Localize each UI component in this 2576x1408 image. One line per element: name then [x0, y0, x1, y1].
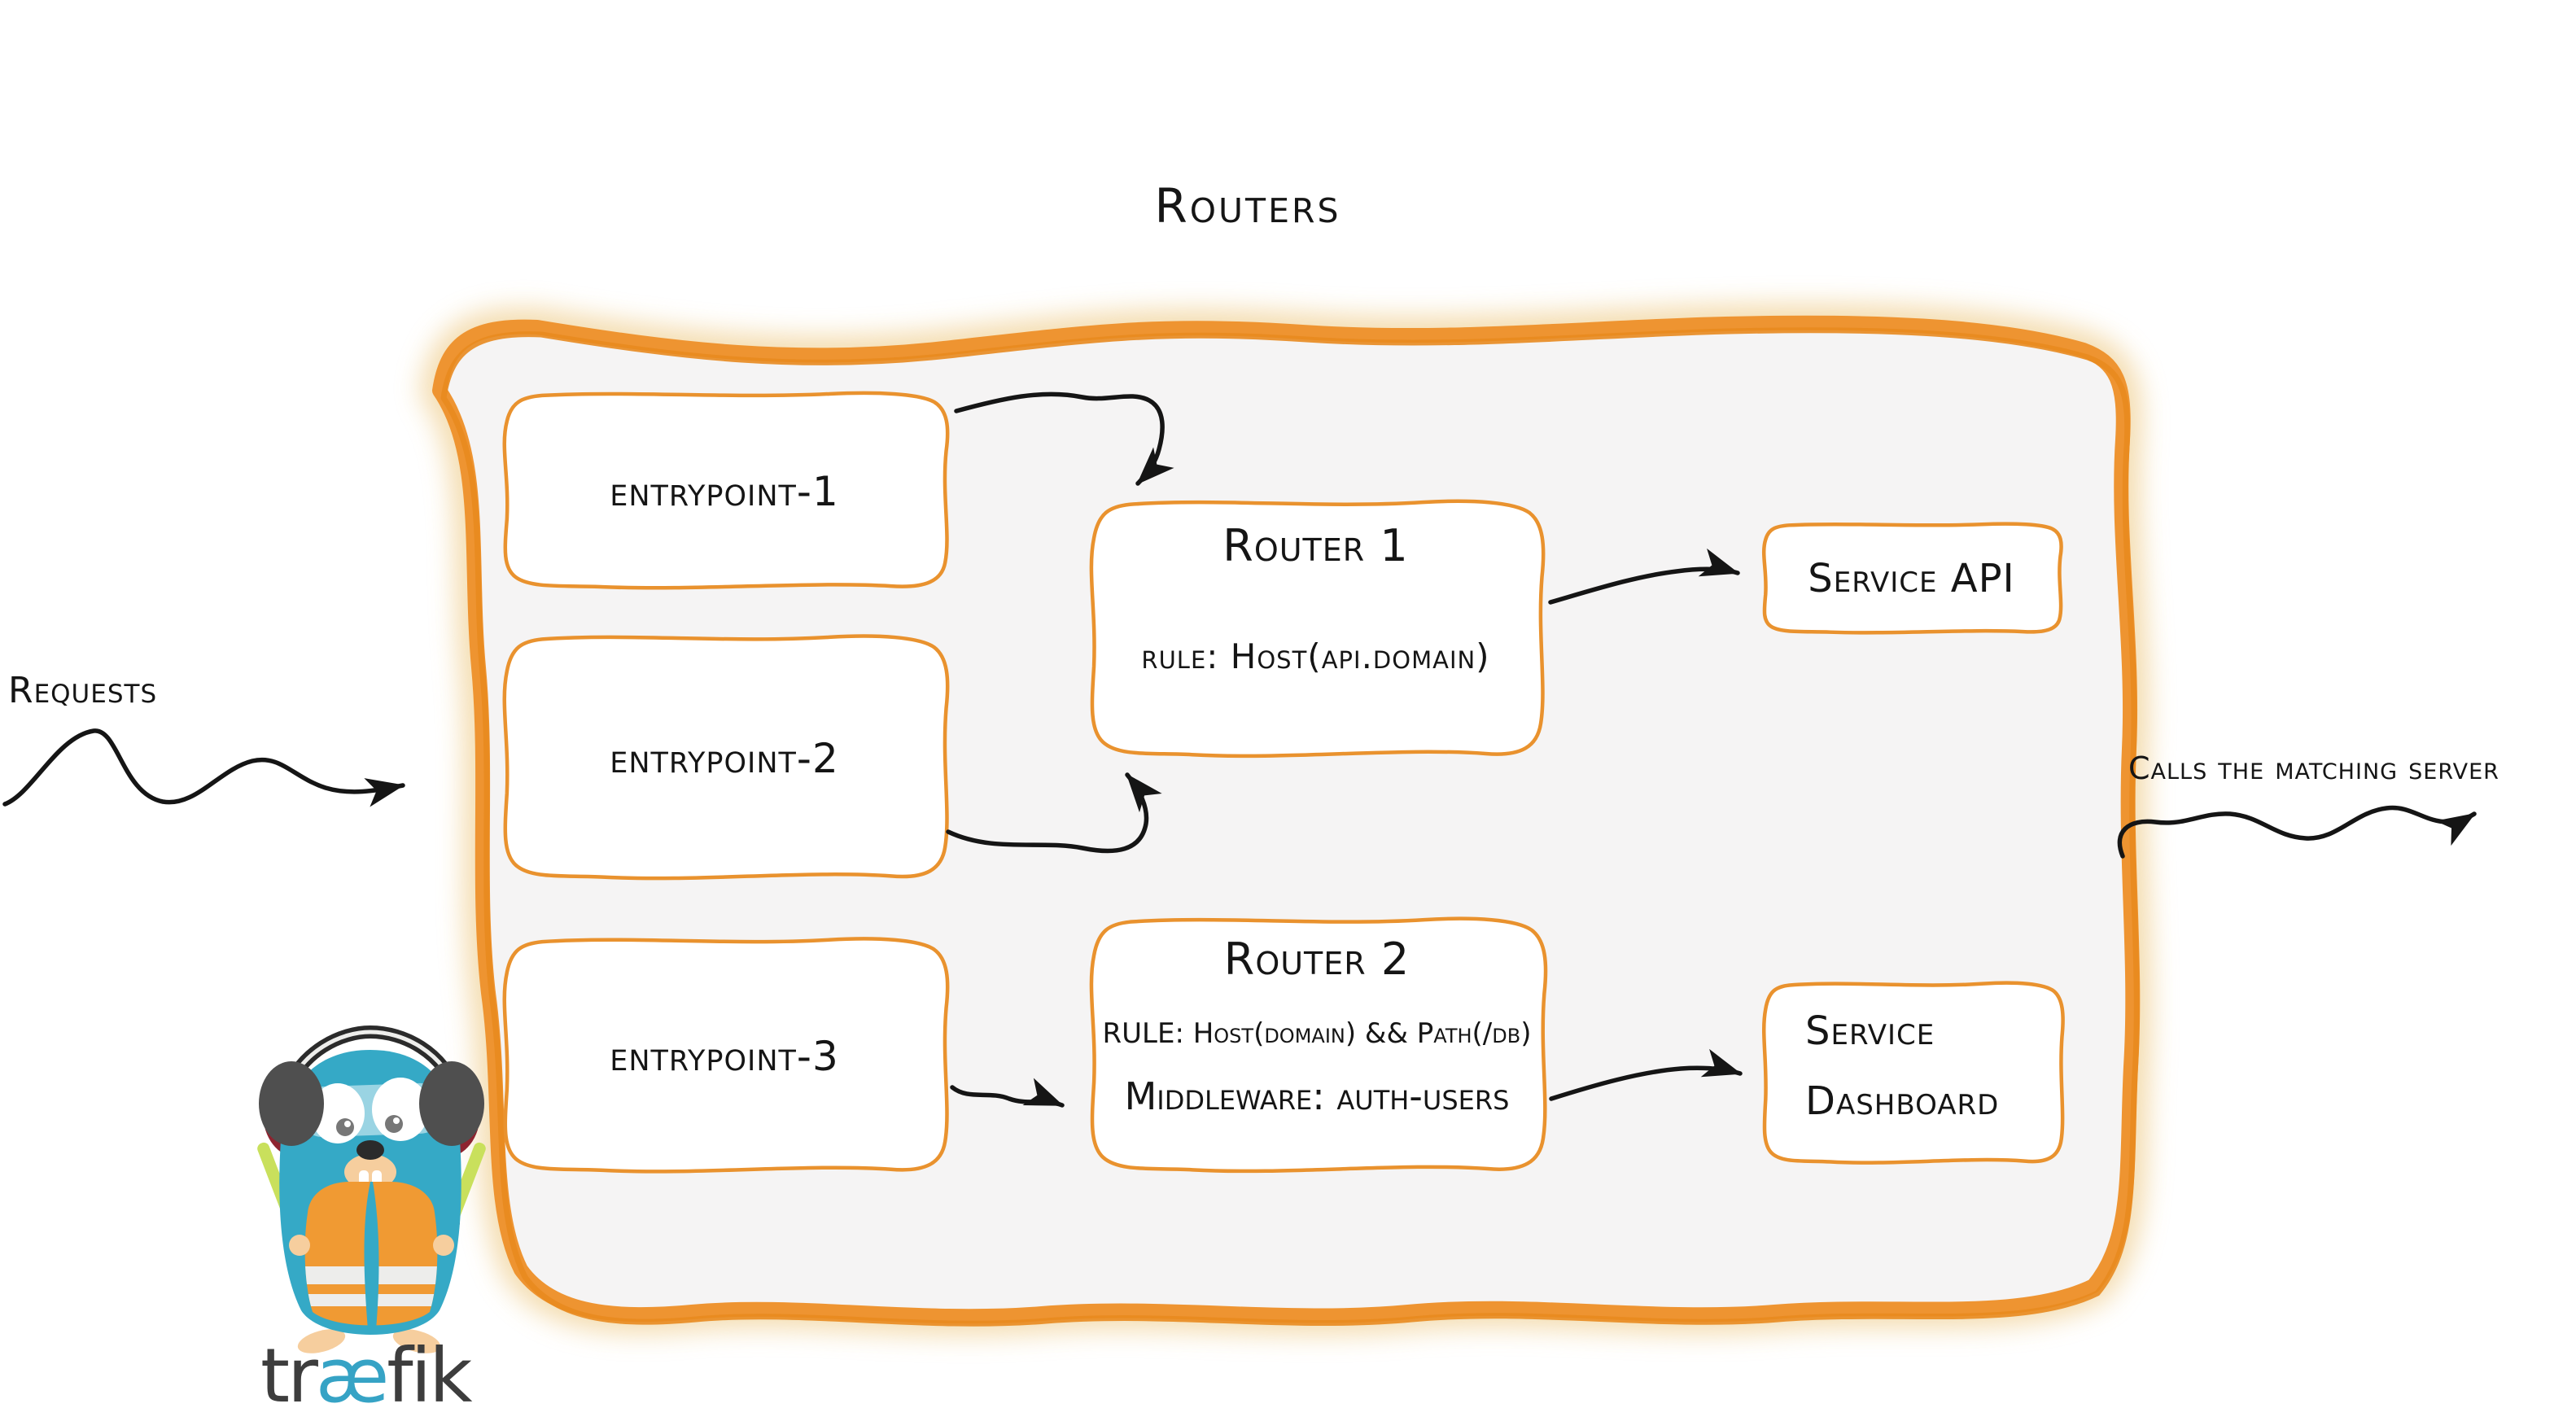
panel-border-sketch — [440, 327, 2140, 1327]
service-dashboard-box — [1764, 983, 2062, 1163]
wordmark-fik: fik — [387, 1332, 473, 1408]
traefik-gopher-mascot: træfik — [257, 1025, 486, 1408]
entrypoint-2-box — [505, 636, 947, 879]
left-hand — [289, 1235, 310, 1256]
entrypoint1-to-router1-arrow — [954, 391, 1174, 486]
wordmark-ae: æ — [316, 1332, 387, 1408]
entrypoint-1-box — [505, 393, 947, 588]
router1-to-service-api-arrow — [1548, 548, 1740, 605]
left-eye-glint — [344, 1121, 351, 1127]
right-hand — [433, 1235, 454, 1256]
right-foot — [392, 1329, 441, 1353]
right-pupil — [385, 1115, 403, 1133]
left-foot — [297, 1329, 346, 1353]
entrypoint2-to-router1-arrow — [946, 772, 1162, 854]
router-2-box — [1091, 919, 1546, 1171]
service-api-box — [1764, 524, 2061, 633]
right-earmuff — [419, 1061, 484, 1146]
muzzle — [344, 1154, 396, 1190]
left-earmuff — [259, 1061, 324, 1146]
router-1-box — [1091, 501, 1543, 756]
vest-center-gap — [364, 1182, 379, 1330]
requests-arrow — [2, 728, 405, 807]
calls-matching-server-arrow — [2117, 805, 2477, 859]
entrypoint3-to-router2-arrow — [950, 1078, 1065, 1108]
entrypoint-3-box — [505, 938, 947, 1171]
left-pupil — [336, 1118, 354, 1136]
headphone-band-highlight — [282, 1030, 460, 1095]
wordmark-tr: tr — [260, 1332, 318, 1408]
right-eye-glint — [393, 1117, 400, 1124]
router2-to-service-dashboard-arrow — [1549, 1048, 1743, 1101]
traefik-wordmark: træfik — [260, 1332, 473, 1408]
nose — [356, 1140, 384, 1160]
